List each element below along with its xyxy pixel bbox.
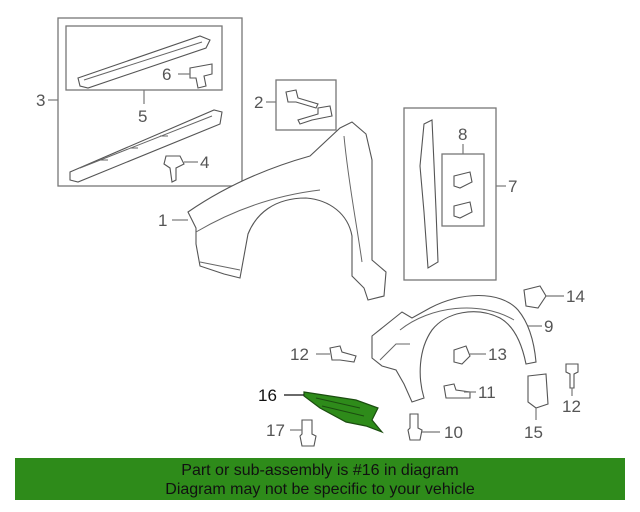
callout-11: 11 [478, 383, 496, 402]
callout-9: 9 [544, 317, 553, 336]
fender-molding-part [77, 35, 211, 89]
callout-13: 13 [488, 345, 507, 364]
bolt-box-2 [266, 79, 337, 131]
bolt-2b-part [297, 105, 333, 125]
callout-4: 4 [200, 153, 209, 172]
seal-7-part [419, 119, 439, 269]
fender-part [187, 121, 387, 301]
bolt-11-part [443, 383, 471, 399]
callout-6: 6 [162, 65, 171, 84]
banner-line-1: Part or sub-assembly is #16 in diagram [181, 462, 459, 479]
clip-8a-part [453, 171, 473, 189]
callout-17: 17 [266, 421, 285, 440]
bolt-10-part [407, 413, 423, 441]
callout-7: 7 [508, 177, 517, 196]
callout-1: 1 [158, 211, 167, 230]
callout-8: 8 [458, 125, 467, 144]
splash-shield-16-part [303, 391, 384, 434]
callout-3: 3 [36, 91, 45, 110]
clip-6-part [189, 63, 213, 89]
fender-molding-lower-part [69, 109, 223, 183]
bolt-2a-part [285, 89, 319, 109]
clip-13-part [453, 345, 471, 365]
callout-5: 5 [138, 107, 147, 126]
nut-14-part [523, 285, 547, 309]
callout-14: 14 [566, 287, 585, 306]
callout-12-right: 12 [562, 397, 581, 416]
callout-15: 15 [524, 423, 543, 442]
shield-box-7 [403, 107, 506, 281]
callout-12-left: 12 [290, 345, 309, 364]
banner-line-2: Diagram may not be specific to your vehi… [165, 481, 475, 498]
clip-4-part [163, 155, 185, 183]
callout-2: 2 [254, 93, 263, 112]
bolt-12a-part [329, 345, 357, 363]
molding-group-box [48, 17, 243, 187]
callout-10: 10 [444, 423, 463, 442]
callout-16: 16 [258, 386, 277, 405]
bracket-15-part [527, 373, 549, 409]
fender-liner-part [371, 295, 537, 403]
bolt-12b-part [565, 363, 579, 389]
bolt-17-part [299, 419, 317, 447]
info-banner: Part or sub-assembly is #16 in diagram D… [15, 458, 625, 500]
clip-8b-part [453, 201, 473, 219]
